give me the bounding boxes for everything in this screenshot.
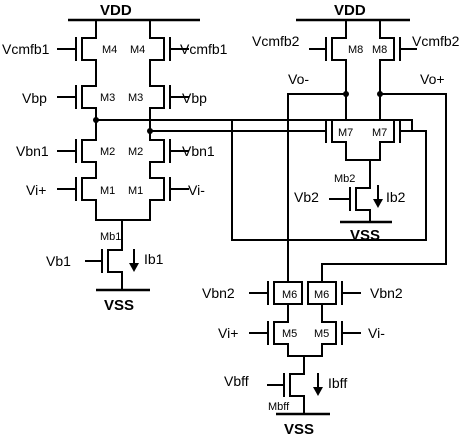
device-label-m1-right: M1 (128, 185, 143, 197)
device-label-m7-right: M7 (372, 127, 387, 139)
signal-vbp-left: Vbp (22, 90, 47, 106)
signal-vo-minus: Vo- (288, 71, 309, 87)
signal-vbn1-left: Vbn1 (16, 143, 49, 159)
wire (303, 343, 323, 357)
transistor-m5-right (321, 321, 361, 345)
device-label-mb1: Mb1 (100, 231, 121, 243)
signal-vcmfb2-left: Vcmfb2 (252, 33, 300, 49)
signal-vbff: Vbff (224, 373, 249, 389)
current-arrow-ib1 (129, 249, 139, 272)
wire (95, 199, 123, 221)
device-label-m5-left: M5 (282, 328, 297, 340)
wire-vo-minus (287, 93, 347, 283)
device-label-m6-left: M6 (282, 289, 297, 301)
device-label-m6-right: M6 (314, 289, 329, 301)
wire (287, 281, 303, 305)
device-label-m5-right: M5 (314, 328, 329, 340)
wire (287, 343, 305, 357)
device-label-m8-right: M8 (372, 44, 387, 56)
wire-feedback-loop (231, 119, 427, 241)
transistor-mb2 (329, 187, 371, 211)
transistor-m5-left (249, 321, 289, 345)
device-label-mbff: Mbff (268, 401, 290, 413)
signal-vo-plus: Vo+ (420, 71, 445, 87)
signal-vbn2-left: Vbn2 (202, 285, 235, 301)
current-label-ib2: Ib2 (386, 189, 406, 205)
device-label-m4-right: M4 (130, 44, 145, 56)
transistor-m4-left (57, 37, 97, 61)
transistor-m6-left (249, 281, 289, 305)
signal-vbn1-right: Vbn1 (182, 143, 215, 159)
wire (369, 141, 381, 161)
vdd-label-left: VDD (100, 2, 132, 19)
device-label-m7-left: M7 (338, 127, 353, 139)
vss-label-mid: VSS (350, 227, 380, 244)
transistor-mbff (267, 373, 305, 397)
current-label-ib1: Ib1 (144, 251, 164, 267)
signal-vi-minus-bottom: Vi- (368, 325, 385, 341)
wire (345, 141, 371, 161)
vdd-label-right: VDD (334, 2, 366, 19)
signal-vb2: Vb2 (294, 189, 319, 205)
signal-vi-plus-left: Vi+ (26, 182, 46, 198)
transistor-m3-right (149, 85, 189, 109)
node-left-b (147, 128, 153, 134)
signal-vi-minus-left: Vi- (188, 182, 205, 198)
device-label-m4-left: M4 (102, 44, 117, 56)
transistor-m3-left (57, 85, 97, 109)
device-label-mb2: Mb2 (334, 173, 355, 185)
transistor-mb1 (85, 249, 123, 273)
signal-vcmfb2-right: Vcmfb2 (412, 33, 460, 49)
device-label-m3-left: M3 (100, 92, 115, 104)
device-label-m2-right: M2 (128, 146, 143, 158)
transistor-m1-right (149, 177, 189, 201)
transistor-m4-right (149, 37, 189, 61)
wire (307, 281, 323, 305)
transistor-m6-right (321, 281, 361, 305)
current-arrow-ib2 (373, 185, 383, 208)
signal-vbn2-right: Vbn2 (370, 285, 403, 301)
device-label-m1-left: M1 (100, 185, 115, 197)
transistor-m2-left (57, 139, 97, 163)
wire (121, 199, 151, 221)
vss-label-bottom: VSS (284, 421, 314, 438)
transistor-m2-right (149, 139, 189, 163)
signal-vb1: Vb1 (46, 253, 71, 269)
transistor-m1-left (57, 177, 97, 201)
signal-vbp-right: Vbp (182, 90, 207, 106)
wire-left-a-to-m7 (95, 119, 413, 132)
vss-label-left: VSS (104, 297, 134, 314)
transistor-m8-right (379, 37, 417, 61)
signal-vcmfb1-right: Vcmfb1 (180, 41, 228, 57)
signal-vcmfb1-left: Vcmfb1 (2, 41, 50, 57)
signal-vi-plus-bottom: Vi+ (218, 325, 238, 341)
device-label-m8-left: M8 (348, 44, 363, 56)
current-label-ibff: Ibff (328, 375, 347, 391)
wire-vo-plus (321, 93, 447, 283)
device-label-m3-right: M3 (128, 92, 143, 104)
current-arrow-ibff (313, 373, 323, 396)
transistor-m8-left (309, 37, 347, 61)
device-label-m2-left: M2 (100, 146, 115, 158)
node-left-a (93, 117, 99, 123)
